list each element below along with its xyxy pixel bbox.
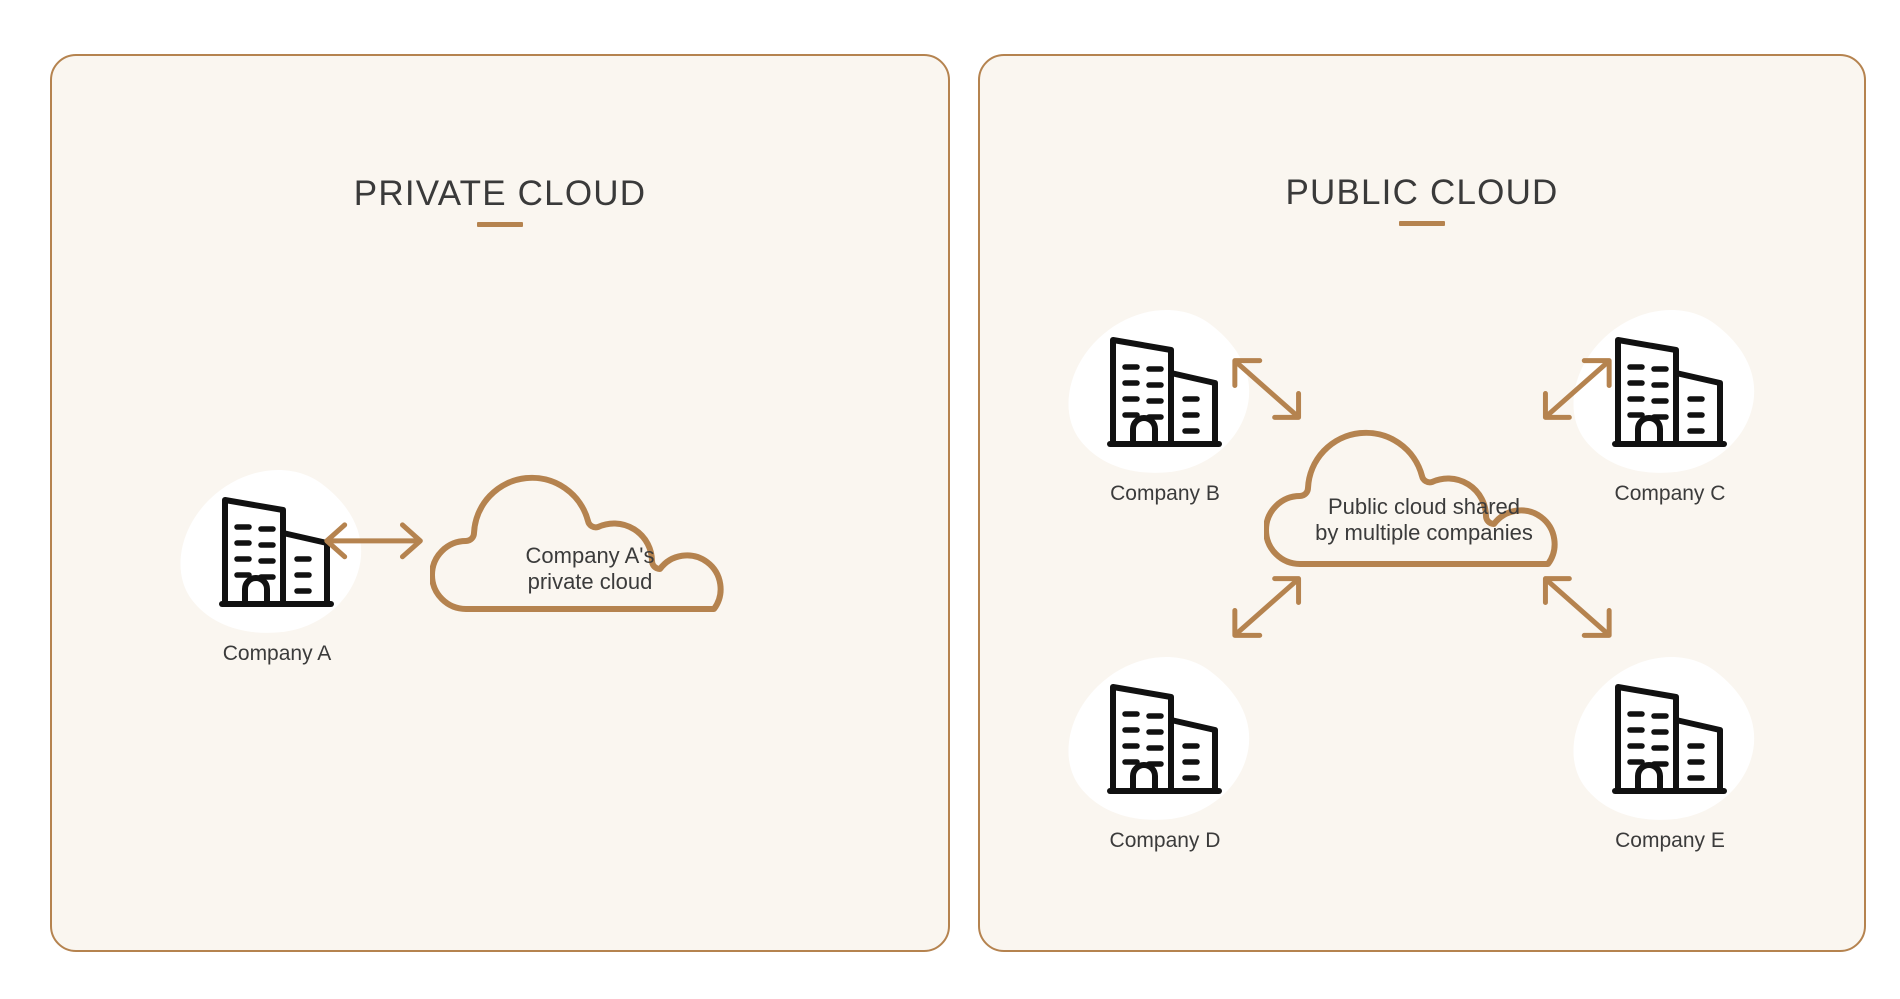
- company-d-label: Company D: [1109, 829, 1221, 852]
- cloud-icon: [1264, 414, 1584, 574]
- company-d-art: [1060, 653, 1270, 823]
- title-accent-rule-private: [477, 222, 523, 227]
- panel-title-public: PUBLIC CLOUD: [1285, 173, 1559, 213]
- cloud-icon: [430, 459, 750, 619]
- panel-public-cloud: PUBLIC CLOUD Company B Company C Compa: [978, 54, 1866, 952]
- public-cloud-shape: Public cloud shared by multiple companie…: [1264, 414, 1584, 574]
- office-building-icon: [1608, 678, 1732, 798]
- office-building-icon: [1103, 678, 1227, 798]
- office-building-icon: [1103, 331, 1227, 451]
- company-a-label: Company A: [222, 642, 332, 665]
- company-e-art: [1565, 653, 1775, 823]
- connector-company-e-to-cloud: [1542, 576, 1612, 638]
- node-company-c[interactable]: Company C: [1565, 306, 1775, 506]
- panel-title-private: PRIVATE CLOUD: [353, 174, 647, 214]
- title-accent-rule-public: [1399, 221, 1445, 226]
- company-c-art: [1565, 306, 1775, 476]
- company-a-art: [172, 466, 382, 636]
- private-cloud-shape: Company A's private cloud: [430, 459, 750, 619]
- node-company-b[interactable]: Company B: [1060, 306, 1270, 506]
- node-company-e[interactable]: Company E: [1565, 653, 1775, 853]
- connector-company-d-to-cloud: [1232, 576, 1302, 638]
- company-b-art: [1060, 306, 1270, 476]
- node-company-a[interactable]: Company A: [172, 466, 382, 666]
- company-c-label: Company C: [1614, 482, 1726, 505]
- node-company-d[interactable]: Company D: [1060, 653, 1270, 853]
- office-building-icon: [1608, 331, 1732, 451]
- company-e-label: Company E: [1615, 829, 1725, 852]
- panel-private-cloud: PRIVATE CLOUD Company A: [50, 54, 950, 952]
- company-b-label: Company B: [1110, 482, 1220, 505]
- office-building-icon: [215, 491, 339, 611]
